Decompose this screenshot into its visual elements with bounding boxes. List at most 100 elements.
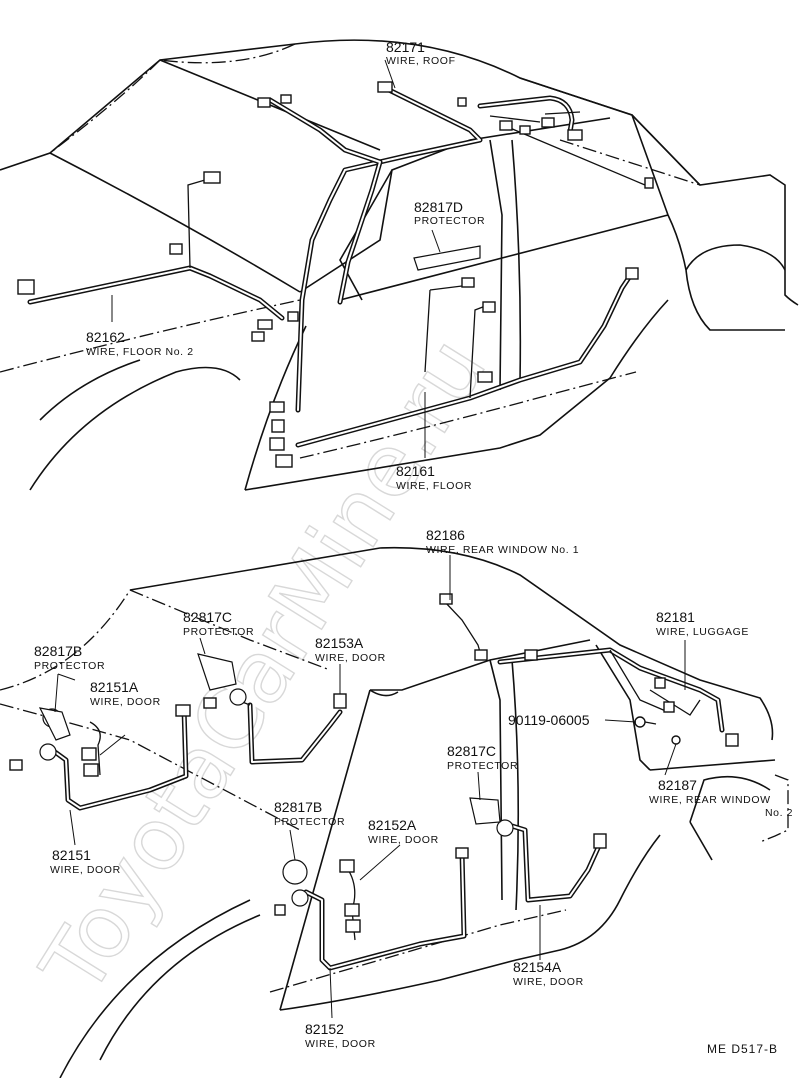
connector-icon <box>274 904 286 916</box>
label-82154A: 82154A WIRE, DOOR <box>513 959 583 988</box>
label-82153A: 82153A WIRE, DOOR <box>315 635 386 664</box>
connector-icon <box>477 371 493 383</box>
connector-icon <box>663 701 675 713</box>
diagram-reference: ME D517-B <box>707 1042 778 1056</box>
label-82817B-rear: 82817B PROTECTOR <box>274 799 345 828</box>
connector-icon <box>461 277 475 288</box>
connector-icon <box>169 243 183 255</box>
upper-car-body <box>0 39 799 491</box>
label-82181: 82181 WIRE, LUGGAGE <box>656 609 749 638</box>
part-number: 82817B <box>274 799 322 815</box>
part-number: 82171 <box>386 39 425 55</box>
connector-icon <box>339 859 355 873</box>
part-number: 82151 <box>52 847 91 863</box>
part-name: WIRE, LUGGAGE <box>656 626 749 638</box>
part-name: PROTECTOR <box>183 626 254 638</box>
part-name: WIRE, DOOR <box>50 864 121 876</box>
label-90119-06005: 90119-06005 <box>508 712 590 728</box>
connector-icon <box>671 735 681 745</box>
part-number: 82152 <box>305 1021 344 1037</box>
connector-icon <box>269 437 285 451</box>
protector-82817D-shape <box>413 245 481 271</box>
part-number: 82817C <box>447 743 496 759</box>
part-name: WIRE, REAR WINDOW No. 1 <box>426 544 579 556</box>
label-82161: 82161 WIRE, FLOOR <box>396 463 471 492</box>
connector-icon <box>524 649 538 661</box>
part-number: 82161 <box>396 463 435 479</box>
lower-leader-lines <box>54 555 686 1019</box>
connector-icon <box>725 733 739 747</box>
connector-icon <box>280 94 292 104</box>
rear-window-wire-82187 <box>671 735 681 745</box>
connector-icon <box>257 319 273 330</box>
label-82817D: 82817D PROTECTOR <box>414 199 485 227</box>
floor-wire-no2-82162 <box>17 171 299 342</box>
connector-icon <box>593 833 607 849</box>
connector-icon <box>257 97 271 108</box>
part-number: 82162 <box>86 329 125 345</box>
part-name: WIRE, DOOR <box>315 652 386 664</box>
connector-icon <box>81 747 97 761</box>
connector-icon <box>567 129 583 141</box>
part-name: WIRE, DOOR <box>305 1038 376 1050</box>
connector-icon <box>271 419 285 433</box>
label-82817B-front: 82817B PROTECTOR <box>34 643 105 672</box>
label-82151A: 82151A WIRE, DOOR <box>90 679 160 708</box>
connector-icon <box>644 177 654 189</box>
part-name-line2: No. 2 <box>765 807 793 819</box>
label-82817C-rear: 82817C PROTECTOR <box>447 743 518 772</box>
connector-icon <box>377 81 393 93</box>
rear-window-wire-82186 <box>439 593 488 661</box>
part-number: 82153A <box>315 635 364 651</box>
part-number: 82817D <box>414 199 463 215</box>
part-number: 82186 <box>426 527 465 543</box>
grommet-icon <box>39 743 57 761</box>
part-number: 82152A <box>368 817 417 833</box>
lower-car-body <box>0 546 789 1078</box>
bolt-icon <box>634 716 646 728</box>
grommet-icon <box>229 688 247 706</box>
label-82151: 82151 WIRE, DOOR <box>50 847 121 876</box>
grommet-icon <box>496 819 514 837</box>
label-82186: 82186 WIRE, REAR WINDOW No. 1 <box>426 527 579 556</box>
label-82171: 82171 WIRE, ROOF <box>386 39 455 67</box>
label-82152A: 82152A WIRE, DOOR <box>368 817 438 846</box>
connector-icon <box>333 693 347 709</box>
part-number: 90119-06005 <box>508 712 590 728</box>
connector-icon <box>275 454 293 468</box>
connector-icon <box>175 704 191 717</box>
upper-leader-lines <box>111 59 441 458</box>
connector-icon <box>17 279 35 295</box>
part-number: 82151A <box>90 679 139 695</box>
connector-icon <box>519 125 531 135</box>
label-82187: 82187 WIRE, REAR WINDOW No. 2 <box>649 777 793 819</box>
clip-90119-06005 <box>634 716 657 728</box>
label-82817C-front: 82817C PROTECTOR <box>183 609 254 638</box>
floor-wire-82161 <box>269 267 639 468</box>
door-wire-82152 <box>274 847 469 971</box>
part-number: 82817C <box>183 609 232 625</box>
connector-icon <box>269 401 285 413</box>
grommet-icon <box>291 889 309 907</box>
label-82152: 82152 WIRE, DOOR <box>305 1021 376 1050</box>
part-number: 82817B <box>34 643 82 659</box>
connector-icon <box>9 759 23 771</box>
door-wire-82154A <box>469 797 607 903</box>
part-number: 82154A <box>513 959 562 975</box>
part-name: PROTECTOR <box>34 660 105 672</box>
connector-icon <box>203 697 217 709</box>
part-number: 82181 <box>656 609 695 625</box>
connector-icon <box>83 763 99 777</box>
connector-icon <box>344 903 360 917</box>
luggage-wire-82181 <box>497 647 739 747</box>
part-number: 82187 <box>658 777 697 793</box>
grommet-icon <box>282 859 308 885</box>
connector-icon <box>345 919 361 933</box>
connector-icon <box>541 117 555 128</box>
connector-icon <box>439 593 453 605</box>
connector-icon <box>251 331 265 342</box>
part-name: PROTECTOR <box>414 215 485 227</box>
connector-icon <box>455 847 469 859</box>
connector-icon <box>474 649 488 661</box>
